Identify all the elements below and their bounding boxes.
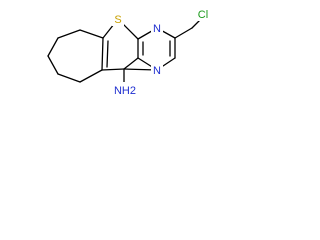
bond-ring7-d (47, 55, 59, 75)
nitrogen-right-label-bg (151, 63, 163, 77)
chlorine-atom-label: Cl (198, 9, 208, 21)
bond-ring6-g (123, 57, 139, 70)
nitrogen-top-atom-label: N (153, 23, 161, 35)
sulfur-atom-label: S (114, 14, 121, 26)
bond-ch2 (174, 27, 193, 39)
bond-ring7-b (57, 29, 81, 39)
chlorine-label-bg (194, 7, 212, 21)
bond-ring7-f (79, 69, 103, 83)
chemical-structure-diagram: S N N Cl NH2 (47, 7, 212, 98)
bond-c-cl (191, 19, 201, 29)
nitrogen-right-atom-label: N (153, 65, 161, 77)
bond-c-c-fusion (101, 37, 104, 71)
atom-labels: S N N Cl NH2 (112, 7, 212, 98)
bond-c-c-lower (101, 68, 125, 71)
nitrogen-top-label-bg (151, 21, 163, 35)
amine-label-bg (113, 82, 137, 98)
bond-set (47, 18, 201, 83)
bond-ring7-a (79, 29, 104, 39)
bond-ring7-c (47, 37, 59, 57)
bond-c-c-fusion-double (106, 40, 109, 68)
bond-ring7-e (57, 73, 81, 83)
sulfur-label-bg (112, 12, 124, 26)
amine-atom-label: NH2 (114, 85, 136, 97)
